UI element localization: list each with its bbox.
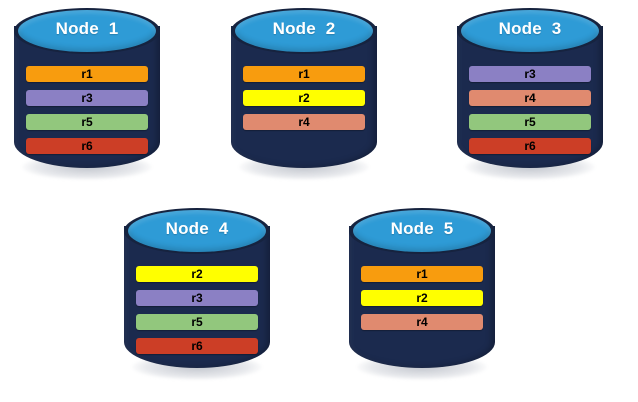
replica-bar-r4[interactable]: r4 [243,114,365,130]
node-title: Node 3 [498,19,562,38]
replica-bar-r2[interactable]: r2 [136,266,258,282]
replica-list: r2 r3 r5 r6 [124,266,270,362]
node-title: Node 2 [272,19,336,38]
replica-bar-r4[interactable]: r4 [469,90,591,106]
replica-bar-r5[interactable]: r5 [26,114,148,130]
replica-list: r1 r2 r4 [349,266,495,338]
replica-bar-r4[interactable]: r4 [361,314,483,330]
database-node-2[interactable]: Node 2 r1 r2 r4 [231,8,377,186]
cylinder-top-disc [353,210,491,252]
replica-bar-r6[interactable]: r6 [469,138,591,154]
cylinder-top-disc [461,10,599,52]
replica-bar-r6[interactable]: r6 [136,338,258,354]
replica-list: r1 r3 r5 r6 [14,66,160,162]
replica-bar-r1[interactable]: r1 [26,66,148,82]
cylinder-top-disc [18,10,156,52]
cylinder-top-disc [128,210,266,252]
replica-bar-r3[interactable]: r3 [26,90,148,106]
replica-bar-r1[interactable]: r1 [361,266,483,282]
replica-bar-r3[interactable]: r3 [136,290,258,306]
database-node-4[interactable]: Node 4 r2 r3 r5 r6 [124,208,270,386]
database-node-1[interactable]: Node 1 r1 r3 r5 r6 [14,8,160,186]
replica-bar-r3[interactable]: r3 [469,66,591,82]
cylinder-top-disc [235,10,373,52]
node-title: Node 1 [55,19,119,38]
replica-bar-r1[interactable]: r1 [243,66,365,82]
replica-list: r3 r4 r5 r6 [457,66,603,162]
replica-bar-r2[interactable]: r2 [243,90,365,106]
replica-bar-r6[interactable]: r6 [26,138,148,154]
database-node-5[interactable]: Node 5 r1 r2 r4 [349,208,495,386]
replica-list: r1 r2 r4 [231,66,377,138]
replica-bar-r5[interactable]: r5 [136,314,258,330]
database-node-3[interactable]: Node 3 r3 r4 r5 r6 [457,8,603,186]
node-title: Node 4 [165,219,229,238]
replica-bar-r2[interactable]: r2 [361,290,483,306]
replica-bar-r5[interactable]: r5 [469,114,591,130]
node-title: Node 5 [390,219,454,238]
